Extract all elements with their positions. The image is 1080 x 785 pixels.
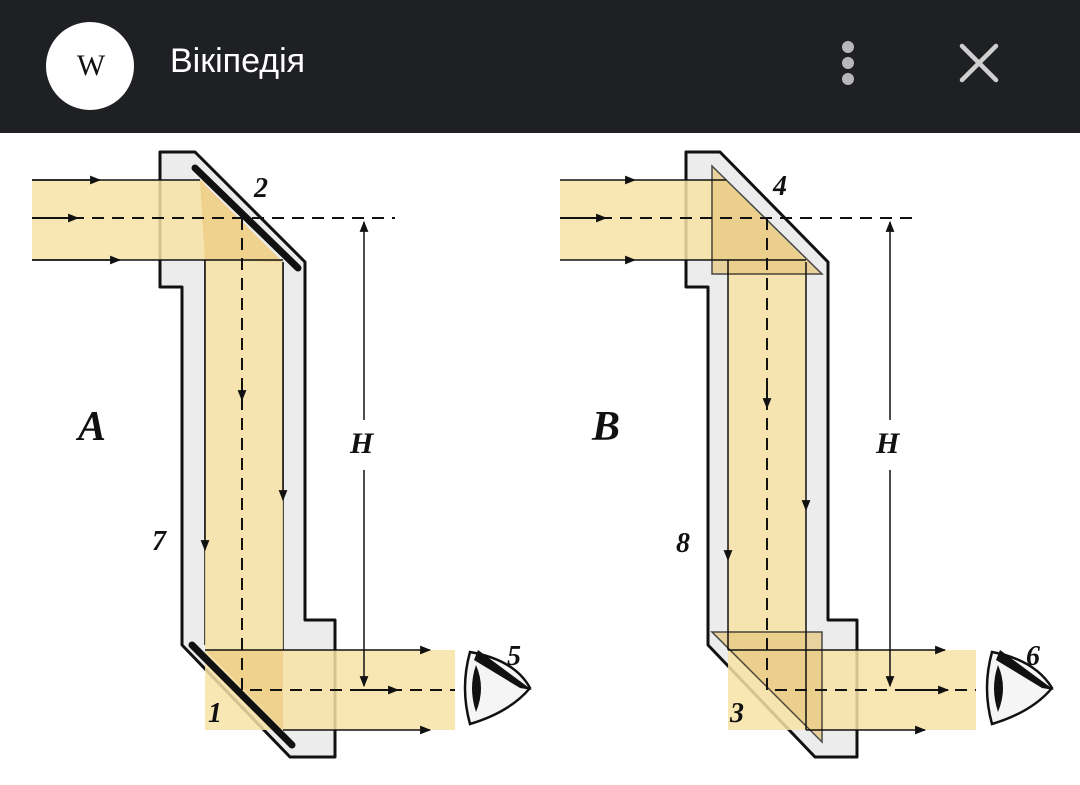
overlap-region: [205, 650, 283, 730]
top-app-bar: W Вікіпедія: [0, 0, 1080, 133]
logo-letter: W: [76, 49, 105, 82]
mirror-1: [188, 641, 296, 749]
eye-icon: [985, 650, 1054, 726]
periscope-diagram: A H 1 2 5 7: [32, 150, 1054, 759]
wikipedia-logo-icon: W: [46, 22, 134, 110]
app-title: Вікіпедія: [170, 42, 306, 80]
periscope-mirror-variant: A H 1 2 5 7: [32, 150, 532, 759]
panel-label-a: A: [75, 404, 106, 450]
panel-label-b: B: [591, 404, 620, 450]
callout-4: 4: [772, 171, 787, 202]
more-vert-icon: [842, 41, 854, 85]
callout-6: 6: [1026, 641, 1040, 672]
callout-2: 2: [253, 173, 268, 204]
close-button[interactable]: [952, 36, 1006, 90]
eye-icon: [463, 650, 532, 726]
height-label: H: [875, 427, 901, 460]
light-beam: [200, 180, 283, 650]
light-beam: [32, 180, 205, 260]
callout-5: 5: [507, 641, 521, 672]
optical-axis: [241, 218, 455, 691]
more-options-button[interactable]: [826, 36, 870, 90]
close-icon: [959, 43, 999, 83]
callout-1: 1: [208, 698, 222, 729]
callout-3: 3: [729, 698, 744, 729]
light-beam: [560, 180, 728, 260]
height-label: H: [349, 427, 375, 460]
callout-8: 8: [676, 528, 690, 559]
callout-7: 7: [152, 526, 167, 557]
periscope-prism-variant: B H 3 4 6 8: [560, 150, 1054, 759]
mirror-2: [191, 164, 302, 272]
light-beam: [726, 180, 806, 650]
